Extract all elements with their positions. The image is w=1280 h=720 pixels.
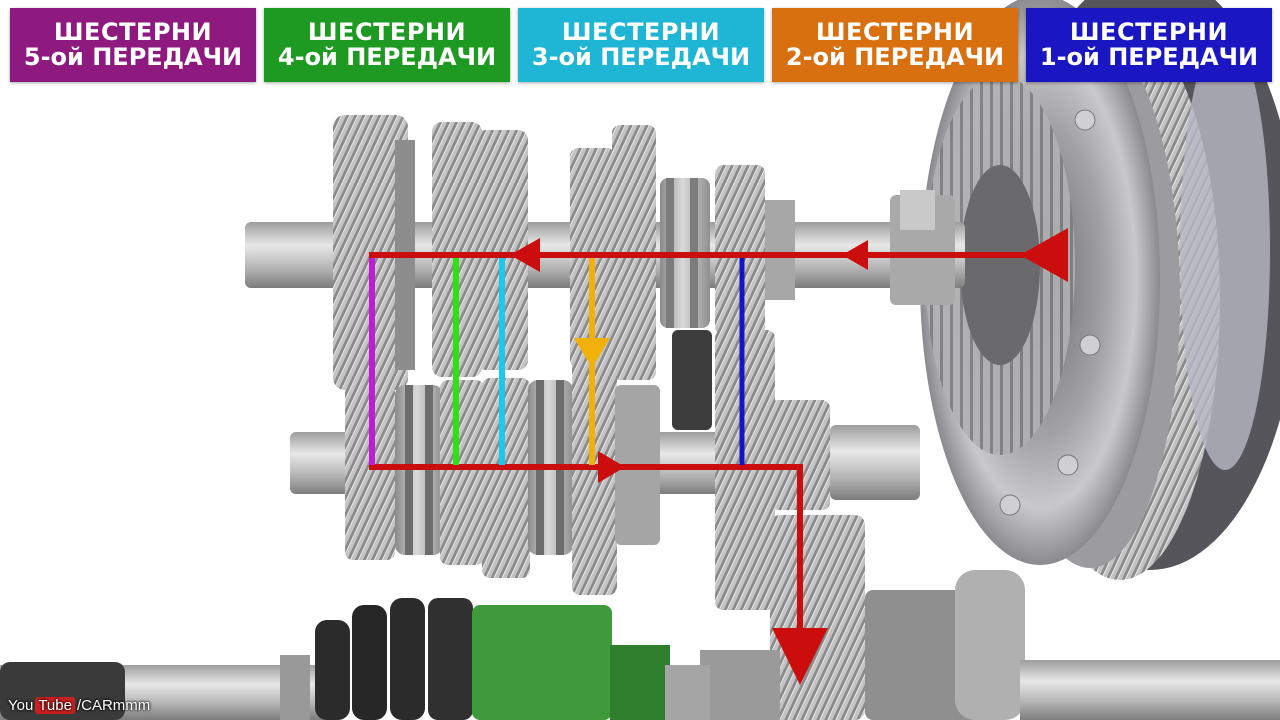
watermark-channel: /CARmmm xyxy=(76,697,151,714)
watermark-tube: Tube xyxy=(35,697,75,714)
label-gear-4: ШЕСТЕРНИ 4-ой ПЕРЕДАЧИ xyxy=(264,8,510,82)
label-gear-1-subtitle: 1-ой ПЕРЕДАЧИ xyxy=(1039,43,1259,71)
label-gear-3-subtitle: 3-ой ПЕРЕДАЧИ xyxy=(531,43,751,71)
label-gear-5: ШЕСТЕРНИ 5-ой ПЕРЕДАЧИ xyxy=(10,8,256,82)
label-gear-5-subtitle: 5-ой ПЕРЕДАЧИ xyxy=(23,43,243,71)
flow-arrow-upper xyxy=(842,240,868,270)
flow-arrow-lower xyxy=(598,451,625,483)
label-gear-2: ШЕСТЕРНИ 2-ой ПЕРЕДАЧИ xyxy=(772,8,1018,82)
label-gear-2-subtitle: 2-ой ПЕРЕДАЧИ xyxy=(785,43,1005,71)
label-gear-3-title: ШЕСТЕРНИ xyxy=(561,17,721,46)
gear-engagement-lines xyxy=(369,258,745,465)
power-flow-path xyxy=(369,228,1068,685)
flow-arrow-upper-left xyxy=(510,238,540,272)
label-gear-3: ШЕСТЕРНИ 3-ой ПЕРЕДАЧИ xyxy=(518,8,764,82)
youtube-watermark: You Tube /CARmmm xyxy=(8,697,150,714)
label-gear-1: ШЕСТЕРНИ 1-ой ПЕРЕДАЧИ xyxy=(1026,8,1272,82)
label-gear-2-title: ШЕСТЕРНИ xyxy=(815,17,975,46)
gear2-flow-arrow xyxy=(574,338,610,368)
label-gear-5-title: ШЕСТЕРНИ xyxy=(53,17,213,46)
flow-arrow-start xyxy=(1020,228,1068,282)
clutch-assembly xyxy=(920,0,1280,580)
label-gear-4-subtitle: 4-ой ПЕРЕДАЧИ xyxy=(277,43,497,71)
flow-arrow-down xyxy=(772,628,828,685)
label-gear-4-title: ШЕСТЕРНИ xyxy=(307,17,467,46)
watermark-you: You xyxy=(8,697,34,714)
label-gear-1-title: ШЕСТЕРНИ xyxy=(1069,17,1229,46)
